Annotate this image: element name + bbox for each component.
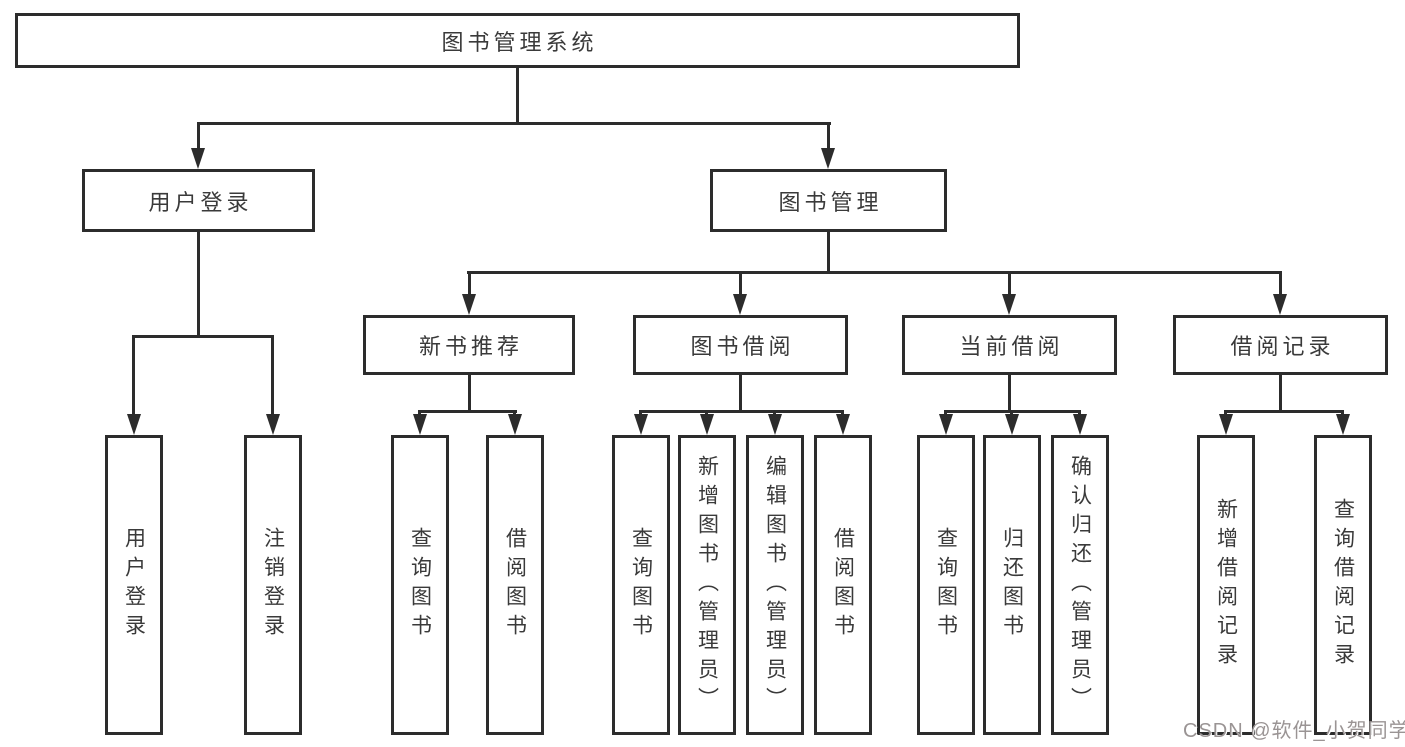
connector-bookmgmt-stem (827, 232, 830, 274)
connector-borrowing-stem (739, 375, 742, 413)
leaf-user-login: 用户登录 (105, 435, 163, 735)
connector-bookmgmt-drop-3 (1008, 271, 1011, 299)
node-current-borrowing: 当前借阅 (902, 315, 1117, 375)
connector-bookmgmt-drop-2 (739, 271, 742, 299)
connector-root-drop-left (197, 122, 200, 154)
csdn-watermark: CSDN @软件_小贺同学 (1183, 720, 1405, 742)
arrowhead-down-icon (1219, 414, 1233, 435)
arrowhead-down-icon (939, 414, 953, 435)
arrowhead-down-icon (508, 414, 522, 435)
connector-bookmgmt-drop-1 (468, 271, 471, 299)
node-root-library-system: 图书管理系统 (15, 13, 1020, 68)
connector-newbook-rail (418, 410, 517, 413)
arrowhead-down-icon (127, 414, 141, 435)
connector-bookmgmt-rail (467, 271, 1282, 274)
connector-borrowing-rail (639, 410, 844, 413)
node-new-book-recommend: 新书推荐 (363, 315, 575, 375)
leaf-current-query-books: 查询图书 (917, 435, 975, 735)
arrowhead-down-icon (1002, 294, 1016, 315)
connector-bookmgmt-drop-4 (1279, 271, 1282, 299)
arrowhead-down-icon (634, 414, 648, 435)
leaf-borrowing-query-books: 查询图书 (612, 435, 670, 735)
arrowhead-down-icon (1073, 414, 1087, 435)
arrowhead-down-icon (768, 414, 782, 435)
arrowhead-down-icon (700, 414, 714, 435)
arrowhead-down-icon (733, 294, 747, 315)
leaf-logout: 注销登录 (244, 435, 302, 735)
arrowhead-down-icon (836, 414, 850, 435)
connector-userlogin-stem (197, 232, 200, 338)
arrowhead-down-icon (266, 414, 280, 435)
leaf-records-add-record: 新增借阅记录 (1197, 435, 1255, 735)
node-user-login: 用户登录 (82, 169, 315, 232)
arrowhead-down-icon (191, 148, 205, 169)
connector-root-drop-right (827, 122, 830, 154)
connector-userlogin-rail (132, 335, 274, 338)
leaf-current-confirm-return-admin: 确认归还（管理员） (1051, 435, 1109, 735)
node-book-borrowing: 图书借阅 (633, 315, 848, 375)
node-book-management: 图书管理 (710, 169, 947, 232)
connector-current-stem (1008, 375, 1011, 413)
connector-userlogin-drop-2 (271, 335, 274, 419)
arrowhead-down-icon (1005, 414, 1019, 435)
leaf-borrowing-edit-books-admin: 编辑图书（管理员） (746, 435, 804, 735)
leaf-borrowing-add-books-admin: 新增图书（管理员） (678, 435, 736, 735)
connector-records-rail (1224, 410, 1344, 413)
connector-root-stem (516, 68, 519, 125)
arrowhead-down-icon (413, 414, 427, 435)
arrowhead-down-icon (462, 294, 476, 315)
arrowhead-down-icon (1336, 414, 1350, 435)
connector-root-rail (197, 122, 831, 125)
leaf-records-query-record: 查询借阅记录 (1314, 435, 1372, 735)
arrowhead-down-icon (1273, 294, 1287, 315)
leaf-current-return-books: 归还图书 (983, 435, 1041, 735)
connector-userlogin-drop-1 (132, 335, 135, 419)
node-borrow-records: 借阅记录 (1173, 315, 1388, 375)
leaf-newbook-borrow-books: 借阅图书 (486, 435, 544, 735)
leaf-borrowing-borrow-books: 借阅图书 (814, 435, 872, 735)
arrowhead-down-icon (821, 148, 835, 169)
connector-newbook-stem (468, 375, 471, 413)
connector-records-stem (1279, 375, 1282, 413)
leaf-newbook-query-books: 查询图书 (391, 435, 449, 735)
